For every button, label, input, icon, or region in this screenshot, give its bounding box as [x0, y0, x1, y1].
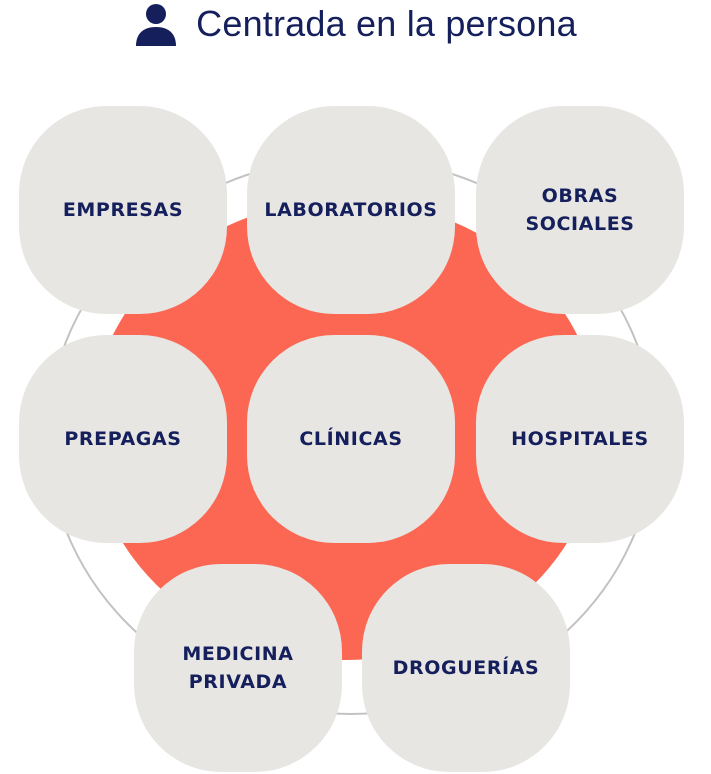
node-obras-sociales: OBRAS SOCIALES	[476, 106, 684, 314]
node-prepagas-label: PREPAGAS	[64, 428, 182, 450]
node-clinicas: CLÍNICAS	[247, 335, 455, 543]
page-title: Centrada en la persona	[196, 3, 577, 44]
node-droguerias: DROGUERÍAS	[362, 564, 570, 772]
node-droguerias-label: DROGUERÍAS	[392, 657, 540, 679]
node-hospitales-label: HOSPITALES	[511, 428, 649, 450]
node-clinicas-label: CLÍNICAS	[299, 428, 403, 450]
node-prepagas: PREPAGAS	[19, 335, 227, 543]
node-obras-sociales-label: OBRAS SOCIALES	[525, 185, 635, 235]
node-empresas: EMPRESAS	[19, 106, 227, 314]
node-medicina-privada: MEDICINA PRIVADA	[134, 564, 342, 772]
node-laboratorios: LABORATORIOS	[247, 106, 455, 314]
node-medicina-privada-label: MEDICINA PRIVADA	[182, 643, 294, 693]
header: Centrada en la persona	[0, 0, 711, 48]
node-laboratorios-label: LABORATORIOS	[264, 199, 438, 221]
person-icon	[134, 2, 178, 46]
node-empresas-label: EMPRESAS	[62, 199, 184, 221]
node-hospitales: HOSPITALES	[476, 335, 684, 543]
